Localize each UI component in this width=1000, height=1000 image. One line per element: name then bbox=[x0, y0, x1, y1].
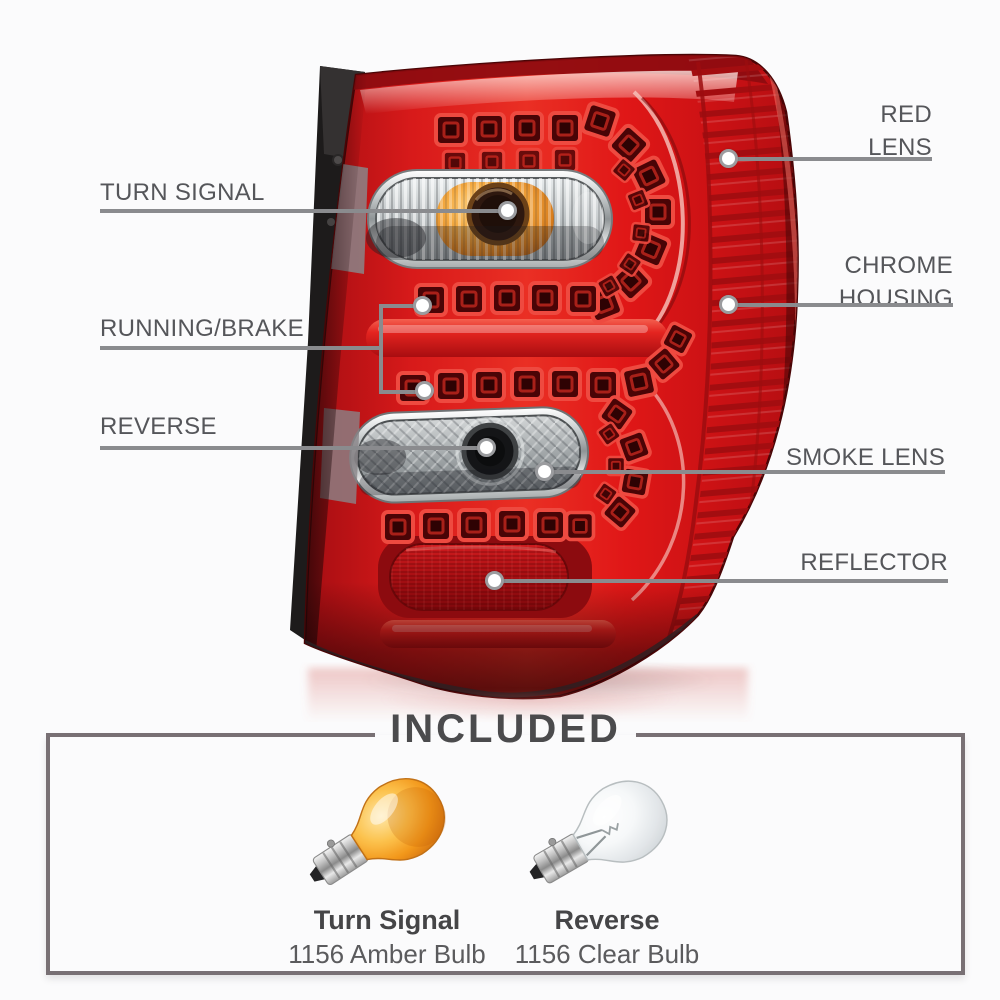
bulb-name: Reverse bbox=[554, 905, 660, 935]
callout-line bbox=[379, 304, 383, 394]
chrome-housing-marker-dot bbox=[719, 295, 738, 314]
header-line bbox=[635, 733, 966, 737]
turn-signal-window bbox=[366, 169, 613, 269]
reverse-callout-label: REVERSE bbox=[100, 413, 217, 440]
bulb-description: 1156 Clear Bulb bbox=[514, 939, 700, 969]
running-brake-marker-dot bbox=[413, 296, 432, 315]
running-brake-callout-label: RUNNING/BRAKE bbox=[100, 315, 304, 342]
included-header: INCLUDED bbox=[46, 706, 966, 752]
callout-line bbox=[731, 303, 953, 307]
reflector-marker-dot bbox=[485, 571, 504, 590]
red-lens-callout-label: RED LENS bbox=[868, 101, 932, 161]
callout-line bbox=[731, 157, 932, 161]
running-brake-marker-dot bbox=[415, 381, 434, 400]
tail-light-photo bbox=[285, 53, 799, 722]
smoke-lens-marker-dot bbox=[535, 462, 554, 481]
reverse-window bbox=[349, 406, 590, 504]
chrome-housing-callout-label: CHROME HOUSING bbox=[838, 252, 953, 312]
callout-line bbox=[379, 304, 425, 308]
clear-bulb-image bbox=[529, 780, 668, 884]
turn-signal-marker-dot bbox=[498, 201, 517, 220]
bulb-description: 1156 Amber Bulb bbox=[288, 939, 486, 969]
red-lens-marker-dot bbox=[719, 149, 738, 168]
turn-signal-callout-label: TURN SIGNAL bbox=[100, 179, 265, 206]
reflector-callout-label: REFLECTOR bbox=[800, 549, 948, 576]
included-item-turn-signal: Turn Signal 1156 Amber Bulb bbox=[272, 773, 502, 970]
callout-line bbox=[100, 446, 489, 450]
callout-line bbox=[100, 346, 383, 350]
callout-line bbox=[547, 470, 945, 474]
callout-line bbox=[100, 209, 510, 213]
included-title: INCLUDED bbox=[390, 707, 621, 751]
callout-line bbox=[379, 390, 427, 394]
floor-reflection bbox=[340, 693, 720, 735]
reverse-marker-dot bbox=[477, 438, 496, 457]
header-line bbox=[46, 733, 376, 737]
included-box: INCLUDED Turn Signal 1156 Amber Bulb bbox=[46, 707, 966, 975]
amber-bulb-image bbox=[309, 778, 446, 886]
smoke-lens-callout-label: SMOKE LENS bbox=[785, 444, 945, 471]
callout-line bbox=[497, 579, 948, 583]
included-item-reverse: Reverse 1156 Clear Bulb bbox=[492, 773, 722, 970]
bulb-name: Turn Signal bbox=[313, 905, 461, 935]
